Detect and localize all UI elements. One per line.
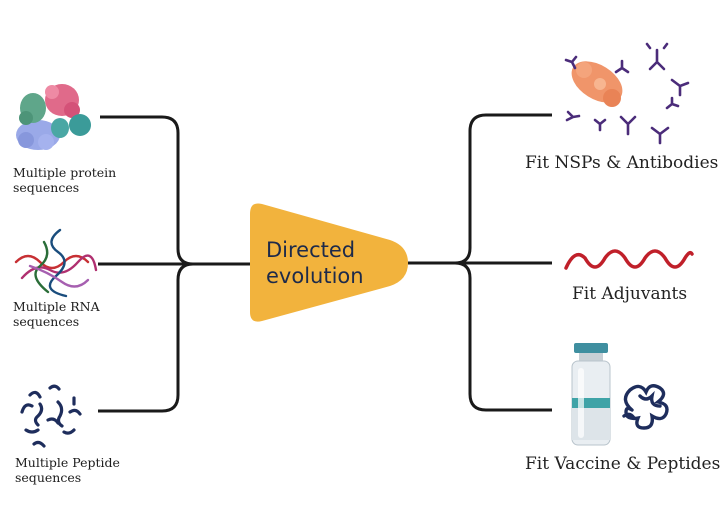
peptide-fragments-icon xyxy=(20,384,82,448)
center-line1: Directed xyxy=(266,238,356,262)
label-fit-adjuvants: Fit Adjuvants xyxy=(572,284,688,304)
peptide-coil-icon xyxy=(622,384,669,430)
label-multiple-peptide: Multiple Peptide sequences xyxy=(15,455,120,485)
label-rna-line2: sequences xyxy=(13,314,80,329)
label-multiple-rna: Multiple RNA sequences xyxy=(13,299,100,329)
rna-strands-icon xyxy=(14,228,98,298)
label-peptide-line1: Multiple Peptide xyxy=(15,455,120,470)
left-connectors xyxy=(98,115,250,413)
nanoparticle-antibodies-icon xyxy=(564,42,690,145)
label-multiple-protein: Multiple protein sequences xyxy=(13,165,116,195)
label-protein-line1: Multiple protein xyxy=(13,165,117,180)
adjuvant-wave-icon xyxy=(564,249,694,270)
directed-evolution-label: Directed evolution xyxy=(266,237,364,289)
right-connectors xyxy=(408,113,552,412)
directed-evolution-funnel xyxy=(250,203,408,322)
label-fit-nsps-antibodies: Fit NSPs & Antibodies xyxy=(525,153,719,173)
label-protein-line2: sequences xyxy=(13,180,80,195)
center-line2: evolution xyxy=(266,264,364,288)
label-rna-line1: Multiple RNA xyxy=(13,299,100,314)
protein-complex-icon xyxy=(16,84,91,150)
label-fit-vaccine-peptides: Fit Vaccine & Peptides xyxy=(525,454,720,474)
vaccine-vial-icon xyxy=(571,343,611,446)
label-peptide-line2: sequences xyxy=(15,470,82,485)
